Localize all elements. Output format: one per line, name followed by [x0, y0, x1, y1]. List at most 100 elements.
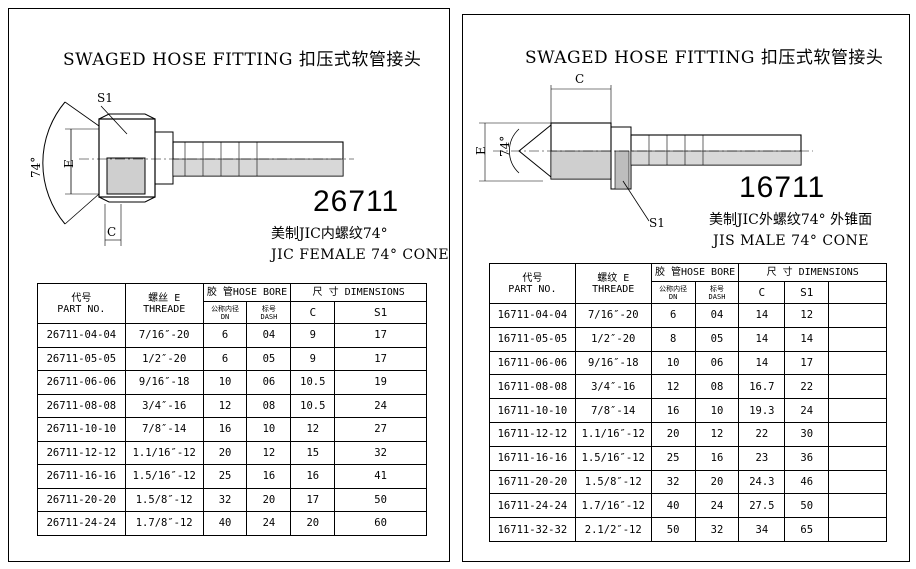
right-cell-dn: 10 [650, 350, 696, 376]
left-cell-dash: 16 [246, 464, 292, 489]
left-name-en: JIC FEMALE 74° CONE [271, 247, 450, 263]
left-h-c: C [290, 301, 336, 324]
left-cell-dn: 20 [202, 440, 248, 465]
right-cell-dash: 32 [694, 517, 740, 542]
left-cell-dash: 10 [246, 417, 292, 442]
right-title: SWAGED HOSE FITTING 扣压式软管接头 [525, 48, 884, 68]
right-cell-dash: 16 [694, 445, 740, 471]
right-h-blank [828, 281, 887, 304]
right-cell-c: 14 [738, 326, 786, 352]
right-cell-blank [828, 303, 887, 328]
left-cell-s1: 17 [334, 323, 427, 348]
left-cell-s1: 24 [334, 393, 427, 418]
right-cell-dash: 06 [694, 350, 740, 376]
left-part-number: 26711 [313, 185, 400, 218]
right-cell-part-no: 16711-06-06 [489, 350, 576, 376]
right-e-label: E [474, 146, 488, 155]
left-cell-dn: 6 [202, 346, 248, 371]
left-cell-thread: 7/8″-14 [124, 417, 204, 442]
right-cell-c: 27.5 [738, 493, 786, 519]
right-cell-s1: 50 [784, 493, 830, 519]
right-cell-blank [828, 493, 887, 519]
right-cell-blank [828, 326, 887, 352]
left-title: SWAGED HOSE FITTING 扣压式软管接头 [63, 50, 422, 70]
right-cell-dash: 10 [694, 398, 740, 423]
right-cell-part-no: 16711-08-08 [489, 374, 576, 400]
right-cell-blank [828, 469, 887, 495]
right-cell-part-no: 16711-12-12 [489, 421, 576, 447]
right-cell-c: 16.7 [738, 374, 786, 400]
right-cell-blank [828, 374, 887, 400]
left-cell-dash: 12 [246, 440, 292, 465]
right-cell-thread: 7/8″-14 [574, 398, 652, 423]
left-cell-c: 20 [290, 511, 336, 536]
left-cell-thread: 9/16″-18 [124, 370, 204, 395]
left-cell-part-no: 26711-24-24 [37, 511, 126, 536]
right-cell-c: 34 [738, 517, 786, 542]
right-cell-blank [828, 398, 887, 423]
right-cell-blank [828, 421, 887, 447]
right-cell-thread: 7/16″-20 [574, 303, 652, 328]
right-cell-part-no: 16711-05-05 [489, 326, 576, 352]
right-cell-blank [828, 517, 887, 542]
right-cell-thread: 1.1/16″-12 [574, 421, 652, 447]
right-cell-c: 23 [738, 445, 786, 471]
left-cell-c: 10.5 [290, 393, 336, 418]
right-cell-c: 24.3 [738, 469, 786, 495]
left-cell-dash: 05 [246, 346, 292, 371]
left-cell-dash: 04 [246, 323, 292, 348]
right-cell-dash: 08 [694, 374, 740, 400]
right-cell-s1: 22 [784, 374, 830, 400]
right-cell-dn: 32 [650, 469, 696, 495]
right-angle-label: 74° [498, 136, 512, 157]
left-cell-part-no: 26711-10-10 [37, 417, 126, 442]
right-cell-s1: 24 [784, 398, 830, 423]
left-cell-s1: 32 [334, 440, 427, 465]
right-cell-thread: 1.5/16″-12 [574, 445, 652, 471]
right-cell-dn: 25 [650, 445, 696, 471]
right-cell-c: 19.3 [738, 398, 786, 423]
left-cell-c: 12 [290, 417, 336, 442]
right-cell-thread: 1/2″-20 [574, 326, 652, 352]
right-name-cn: 美制JIC外螺纹74° 外锥面 [709, 212, 873, 228]
right-cell-blank [828, 445, 887, 471]
right-cell-thread: 2.1/2″-12 [574, 517, 652, 542]
left-angle-label: 74° [29, 157, 43, 178]
left-cell-dash: 24 [246, 511, 292, 536]
right-cell-c: 22 [738, 421, 786, 447]
left-cell-c: 9 [290, 346, 336, 371]
right-name-en: JIS MALE 74° CONE [713, 233, 870, 249]
left-cell-part-no: 26711-16-16 [37, 464, 126, 489]
right-cell-dn: 20 [650, 421, 696, 447]
left-cell-dn: 6 [202, 323, 248, 348]
left-cell-thread: 1.5/16″-12 [124, 464, 204, 489]
left-cell-s1: 19 [334, 370, 427, 395]
left-cell-part-no: 26711-12-12 [37, 440, 126, 465]
right-cell-thread: 1.7/16″-12 [574, 493, 652, 519]
right-cell-s1: 12 [784, 303, 830, 328]
right-h-s1: S1 [784, 281, 830, 304]
left-cell-dn: 40 [202, 511, 248, 536]
left-cell-s1: 27 [334, 417, 427, 442]
left-cell-dn: 10 [202, 370, 248, 395]
right-h-c: C [738, 281, 786, 304]
